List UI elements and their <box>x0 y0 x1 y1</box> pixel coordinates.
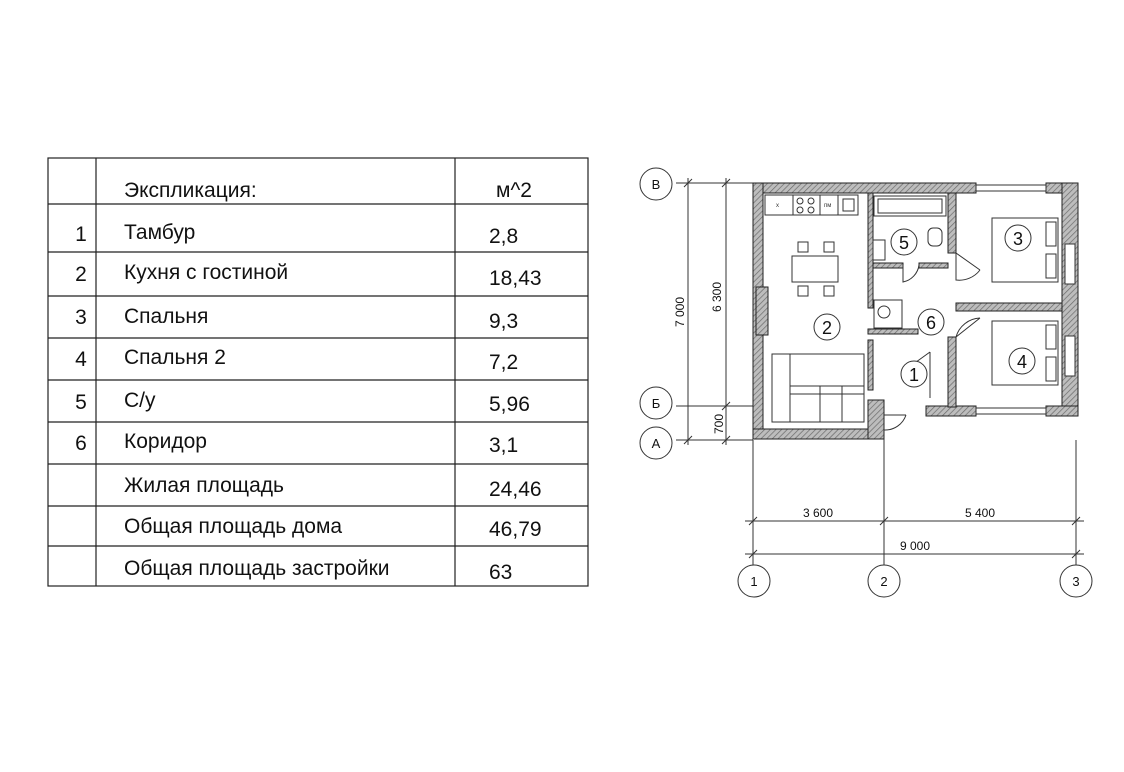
room-label-1: 1 <box>909 365 919 385</box>
room-area: 5,96 <box>489 393 530 416</box>
total-area: 46,79 <box>489 518 542 541</box>
room-name: Кухня с гостиной <box>124 261 289 284</box>
dining-table <box>791 241 839 297</box>
room-label-2: 2 <box>822 318 832 338</box>
room-area: 2,8 <box>489 225 519 248</box>
table-header-unit: м^2 <box>496 179 532 202</box>
dim-7000: 7 000 <box>673 297 687 327</box>
room-label-3: 3 <box>1013 229 1023 249</box>
bathroom-fixtures <box>872 195 947 329</box>
axis-label-2: 2 <box>880 574 887 589</box>
dimension-lines <box>676 178 1084 565</box>
dim-3600: 3 600 <box>803 506 833 520</box>
room-no: 2 <box>75 263 87 286</box>
room-label-5: 5 <box>899 233 909 253</box>
total-area: 24,46 <box>489 478 542 501</box>
total-name: Общая площадь дома <box>124 515 343 538</box>
fridge-label: х <box>776 203 779 209</box>
axis-label-b: Б <box>652 396 661 411</box>
room-area: 3,1 <box>489 434 519 457</box>
room-name: С/у <box>124 389 156 412</box>
axis-bubbles <box>639 167 1093 598</box>
dishwasher-label: пм <box>824 203 831 209</box>
room-name: Спальня <box>124 305 209 328</box>
total-area: 63 <box>489 561 513 584</box>
kitchen-counter <box>764 194 859 216</box>
axis-label-a: А <box>652 436 661 451</box>
room-area: 9,3 <box>489 310 519 333</box>
dim-5400: 5 400 <box>965 506 995 520</box>
room-no: 1 <box>75 223 87 246</box>
windows <box>975 184 1076 415</box>
room-label-6: 6 <box>926 313 936 333</box>
dim-9000: 9 000 <box>900 539 930 553</box>
room-no: 4 <box>75 348 87 371</box>
room-no: 3 <box>75 306 87 329</box>
dim-6300: 6 300 <box>710 282 724 312</box>
room-area: 7,2 <box>489 351 519 374</box>
doors <box>883 252 981 431</box>
axis-label-v: В <box>652 177 661 192</box>
room-name: Коридор <box>124 430 207 453</box>
total-name: Жилая площадь <box>124 474 284 497</box>
room-name: Тамбур <box>124 221 196 244</box>
room-bubbles <box>813 224 1036 388</box>
axis-label-3: 3 <box>1072 574 1079 589</box>
room-area: 18,43 <box>489 267 542 290</box>
axis-label-1: 1 <box>750 574 757 589</box>
total-name: Общая площадь застройки <box>124 557 390 580</box>
room-name: Спальня 2 <box>124 346 226 369</box>
table-header-name: Экспликация: <box>124 179 257 202</box>
room-no: 6 <box>75 432 87 455</box>
dim-700: 700 <box>712 414 726 434</box>
room-no: 5 <box>75 391 87 414</box>
room-label-4: 4 <box>1017 352 1027 372</box>
sofa <box>771 353 865 423</box>
